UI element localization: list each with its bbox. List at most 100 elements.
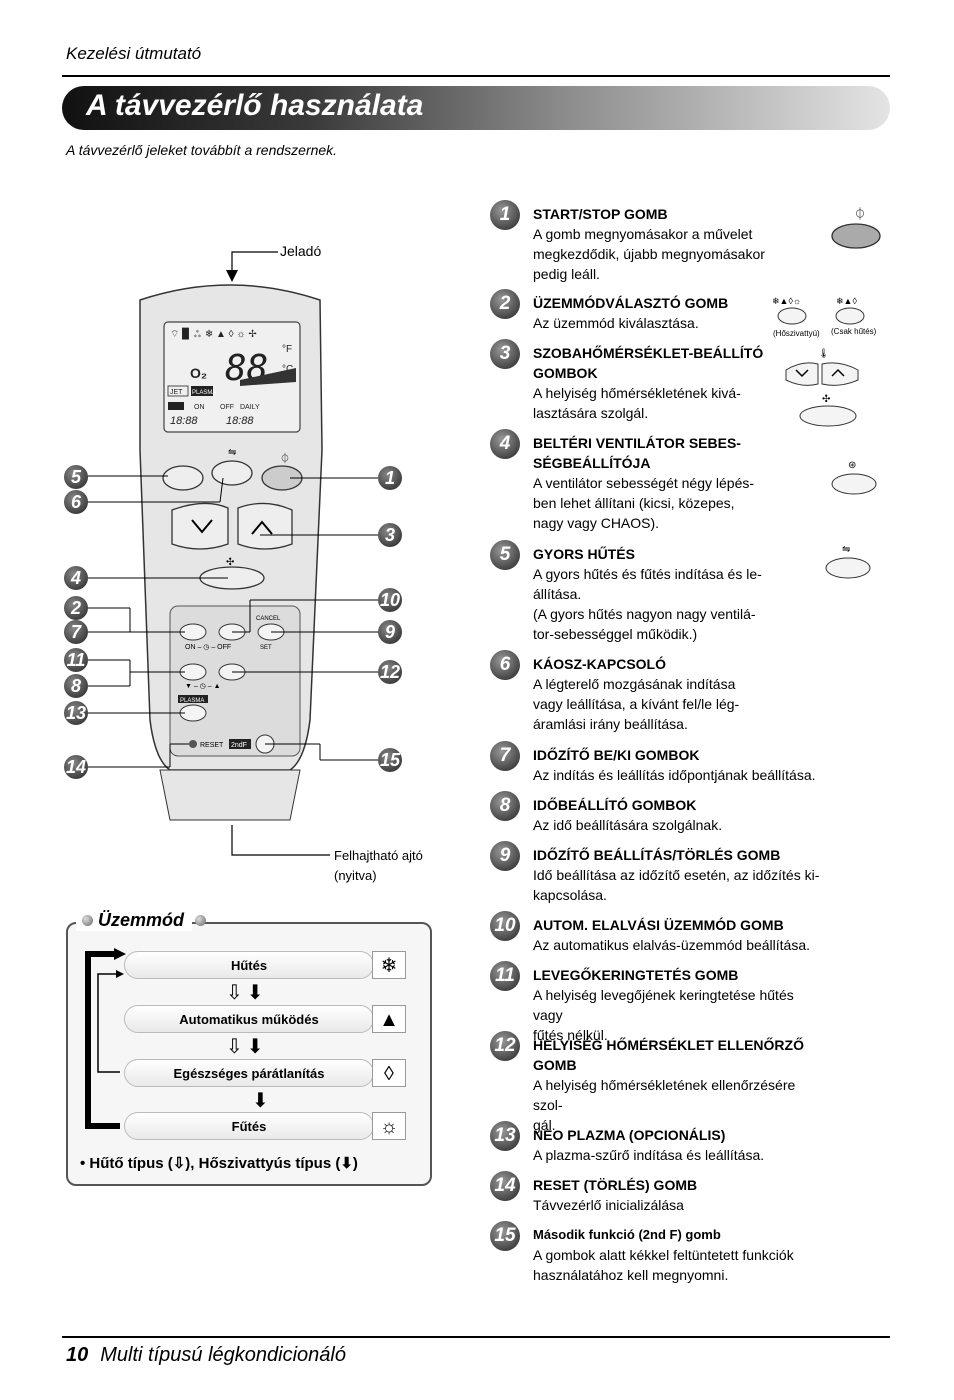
svg-text:❄▲◊: ❄▲◊ [836, 296, 857, 306]
svg-text:18:88: 18:88 [226, 415, 254, 427]
item-description-line: Az idő beállítására szolgálnak. [533, 817, 723, 833]
item-description-line: kapcsolása. [533, 887, 607, 903]
mode-select-button-illustration: ❄▲◊☼ ❄▲◊ [772, 296, 865, 325]
item-description-line: Az automatikus elalvás-üzemmód beállítás… [533, 937, 811, 953]
function-item: 12 HELYISÉG HŐMÉRSÉKLET ELLENŐRZŐ GOMB A h… [490, 1031, 820, 1135]
svg-text:⌔ ▉ ⁂ ❄ ▲ ◊ ☼ ✢: ⌔ ▉ ⁂ ❄ ▲ ◊ ☼ ✢ [170, 327, 257, 340]
svg-text:2ndF: 2ndF [231, 742, 247, 749]
callout-8: 8 [64, 674, 88, 698]
sun-icon: ☼ [372, 1112, 406, 1140]
svg-text:⏀: ⏀ [280, 452, 290, 465]
svg-text:PLASMA: PLASMA [192, 390, 216, 396]
mode-arrows-3: ⬇ [252, 1090, 273, 1112]
svg-text:°C: °C [282, 364, 293, 375]
item-description-line: ben lehet állítani (kicsi, közepes, [533, 495, 735, 511]
function-item: 3 SZOBAHŐMÉRSÉKLET-BEÁLLÍTÓ GOMBOK A helyi… [490, 339, 820, 423]
transmitter-label: Jeladó [280, 243, 322, 259]
item-description-line: A gyors hűtés és fűtés indítása és le- [533, 566, 762, 582]
item-title: HELYISÉG HŐMÉRSÉKLET ELLENŐRZŐ GOMB [533, 1037, 804, 1073]
callout-4: 4 [64, 566, 88, 590]
header-subtitle: Kezelési útmutató [66, 44, 202, 63]
item-description-line: megkezdődik, újabb megnyomásakor [533, 246, 765, 262]
item-title: IDŐZÍTŐ BEÁLLÍTÁS/TÖRLÉS GOMB [533, 847, 781, 863]
item-description-line: Az indítás és leállítás időpontjának beá… [533, 767, 816, 783]
item-description-line: használatához kell megnyomni. [533, 1267, 729, 1283]
svg-text:RESET: RESET [200, 742, 224, 749]
snowflake-icon: ❄ [372, 951, 406, 979]
callout-11: 11 [64, 648, 88, 672]
callout-3: 3 [378, 523, 402, 547]
item-number-badge: 12 [490, 1031, 520, 1061]
svg-text:JET: JET [170, 389, 183, 396]
callout-10: 10 [378, 588, 402, 612]
item-number-badge: 2 [490, 289, 520, 319]
item-description-line: lasztására szolgál. [533, 405, 649, 421]
callout-1: 1 [378, 466, 402, 490]
item-title: SZOBAHŐMÉRSÉKLET-BEÁLLÍTÓ GOMBOK [533, 345, 764, 381]
page-title: A távvezérlő használata [86, 89, 424, 122]
item-description-line: áramlási irány beállítása. [533, 716, 688, 732]
item-number-badge: 15 [490, 1221, 520, 1251]
svg-text:OFF: OFF [220, 404, 234, 411]
svg-text:SET: SET [260, 645, 272, 651]
callout-12: 12 [378, 660, 402, 684]
item-number-badge: 3 [490, 339, 520, 369]
item-title: RESET (TÖRLÉS) GOMB [533, 1177, 698, 1193]
mode-arrows-2: ⇩⬇ [226, 1036, 268, 1058]
footer-text: Multi típusú légkondicionáló [100, 1344, 346, 1366]
svg-text:°F: °F [282, 344, 292, 355]
function-item: 4 BELTÉRI VENTILÁTOR SEBES-SÉGBEÁLLÍTÓJA A… [490, 429, 820, 533]
item-title: IDŐZÍTŐ BE/KI GOMBOK [533, 747, 700, 763]
item-description-line: A gombok alatt kékkel feltüntetett funkc… [533, 1247, 794, 1263]
item-description-line: A ventilátor sebességét négy lépés- [533, 475, 755, 491]
title-band: A távvezérlő használata [62, 86, 890, 130]
svg-text:CANCEL: CANCEL [256, 616, 281, 622]
function-item: 7 IDŐZÍTŐ BE/KI GOMBOK Az indítás és leáll… [490, 741, 820, 785]
item-description-line: A helyiség hőmérsékletének kivá- [533, 385, 741, 401]
item-number-badge: 7 [490, 741, 520, 771]
mode-title: Üzemmód [76, 910, 207, 931]
mode-arrows-1: ⇩⬇ [226, 982, 268, 1004]
start-stop-button-illustration: ⏀ [831, 206, 881, 249]
heatpump-caption: (Hőszivattyú) [773, 329, 820, 338]
item-description-line: Az üzemmód kiválasztása. [533, 315, 699, 331]
item-title: BELTÉRI VENTILÁTOR SEBES-SÉGBEÁLLÍTÓJA [533, 435, 741, 471]
mode-dehumidify: Egészséges párátlanítás [124, 1059, 374, 1087]
item-description-line: A helyiség hőmérsékletének ellenőrzésére… [533, 1077, 796, 1113]
item-title: AUTOM. ELALVÁSI ÜZEMMÓD GOMB [533, 917, 784, 933]
chaos-button-illustration: ⊛ [831, 460, 877, 495]
callout-5: 5 [64, 465, 88, 489]
item-title: START/STOP GOMB [533, 206, 668, 222]
item-description-line: vagy leállítása, a kívánt fel/le lég- [533, 696, 740, 712]
item-description-line: állítása. [533, 586, 582, 602]
item-description-line: A helyiség levegőjének keringtetése hűté… [533, 987, 794, 1023]
svg-text:▼ – ◷ – ▲: ▼ – ◷ – ▲ [185, 683, 221, 690]
coolonly-caption: (Csak hűtés) [831, 327, 877, 336]
item-number-badge: 6 [490, 650, 520, 680]
item-number-badge: 5 [490, 540, 520, 570]
callout-15: 15 [378, 748, 402, 772]
svg-text:⊛: ⊛ [848, 460, 856, 471]
callout-6: 6 [64, 490, 88, 514]
svg-text:O₂: O₂ [190, 365, 207, 381]
svg-text:✣: ✣ [226, 557, 234, 568]
item-number-badge: 4 [490, 429, 520, 459]
item-title: KÁOSZ-KAPCSOLÓ [533, 656, 666, 672]
remote-illustration: 88 °F °C ⌔ ▉ ⁂ ❄ ▲ ◊ ☼ ✢ JET PLASMA O₂ O… [88, 251, 378, 856]
item-title: NEO PLAZMA (OPCIONÁLIS) [533, 1127, 726, 1143]
function-item: 2 ÜZEMMÓDVÁLASZTÓ GOMB Az üzemmód kiválasz… [490, 289, 820, 333]
svg-text:ON – ◷ – OFF: ON – ◷ – OFF [185, 644, 231, 651]
callout-7: 7 [64, 620, 88, 644]
svg-text:18:88: 18:88 [170, 415, 198, 427]
header-rule [62, 75, 890, 77]
mode-auto: Automatikus működés [124, 1005, 374, 1033]
item-title: ÜZEMMÓDVÁLASZTÓ GOMB [533, 295, 729, 311]
item-description-line: A gomb megnyomásakor a művelet [533, 226, 753, 242]
item-description-line: tor-sebességgel működik.) [533, 626, 698, 642]
